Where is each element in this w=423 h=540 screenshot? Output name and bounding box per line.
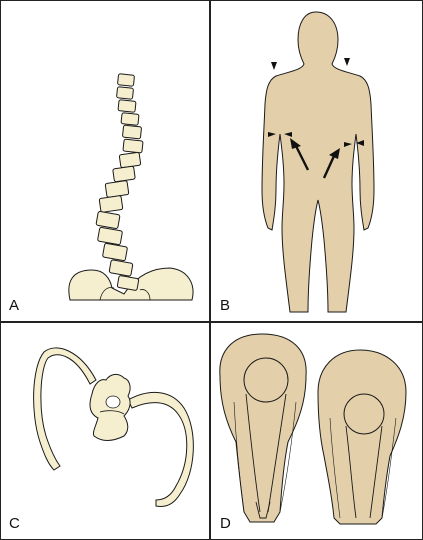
vertebra <box>98 195 124 213</box>
vertebra <box>104 180 130 198</box>
panel-label-d: D <box>220 515 231 532</box>
back-view-body-illustration <box>261 11 375 313</box>
vertebral-column <box>95 73 144 291</box>
left-trunk-arrow <box>294 145 310 171</box>
vertebra <box>116 86 134 100</box>
forward-bend-test-illustration <box>219 333 407 525</box>
vertebra <box>112 165 136 183</box>
panel-label-c: C <box>9 515 20 532</box>
panel-c: C <box>0 322 210 540</box>
panel-divider-horizontal <box>0 321 423 323</box>
panel-b: B <box>210 0 423 322</box>
pelvis <box>68 267 194 301</box>
right-waist-arrowhead-in <box>356 140 364 146</box>
vertebra <box>108 259 134 277</box>
left-rib <box>33 347 97 471</box>
right-trunk-arrow <box>322 155 336 179</box>
vertebra <box>122 124 142 140</box>
panel-d: D <box>210 322 423 540</box>
vertebra-rib-rotation-illustration <box>33 347 194 507</box>
left-waist-arrowhead-in <box>284 132 292 137</box>
right-shoulder-arrowhead <box>344 58 350 66</box>
body-silhouette <box>261 11 375 313</box>
forward-bend-figure-1 <box>219 333 307 523</box>
vertebra <box>95 211 121 229</box>
left-waist-arrowhead-out <box>268 132 276 137</box>
right-rib <box>127 391 194 507</box>
panel-divider-vertical <box>209 0 211 540</box>
scoliotic-spine-illustration <box>68 73 194 301</box>
left-shoulder-arrowhead <box>271 62 277 70</box>
vertebra <box>120 112 140 126</box>
panel-a: A <box>0 0 210 322</box>
vertebra <box>117 99 137 113</box>
head-2 <box>343 393 385 435</box>
vertebra <box>117 73 135 87</box>
vertebral-foramen <box>105 395 121 409</box>
vertebra <box>102 242 128 262</box>
head-1 <box>243 357 289 403</box>
panel-label-a: A <box>9 297 20 314</box>
vertebra <box>122 138 144 154</box>
forward-bend-figure-2 <box>317 349 407 525</box>
right-waist-arrowhead-out <box>344 142 352 147</box>
vertebra <box>118 151 142 169</box>
vertebra <box>97 226 123 246</box>
vertebra <box>116 275 140 291</box>
panel-label-b: B <box>220 297 231 314</box>
